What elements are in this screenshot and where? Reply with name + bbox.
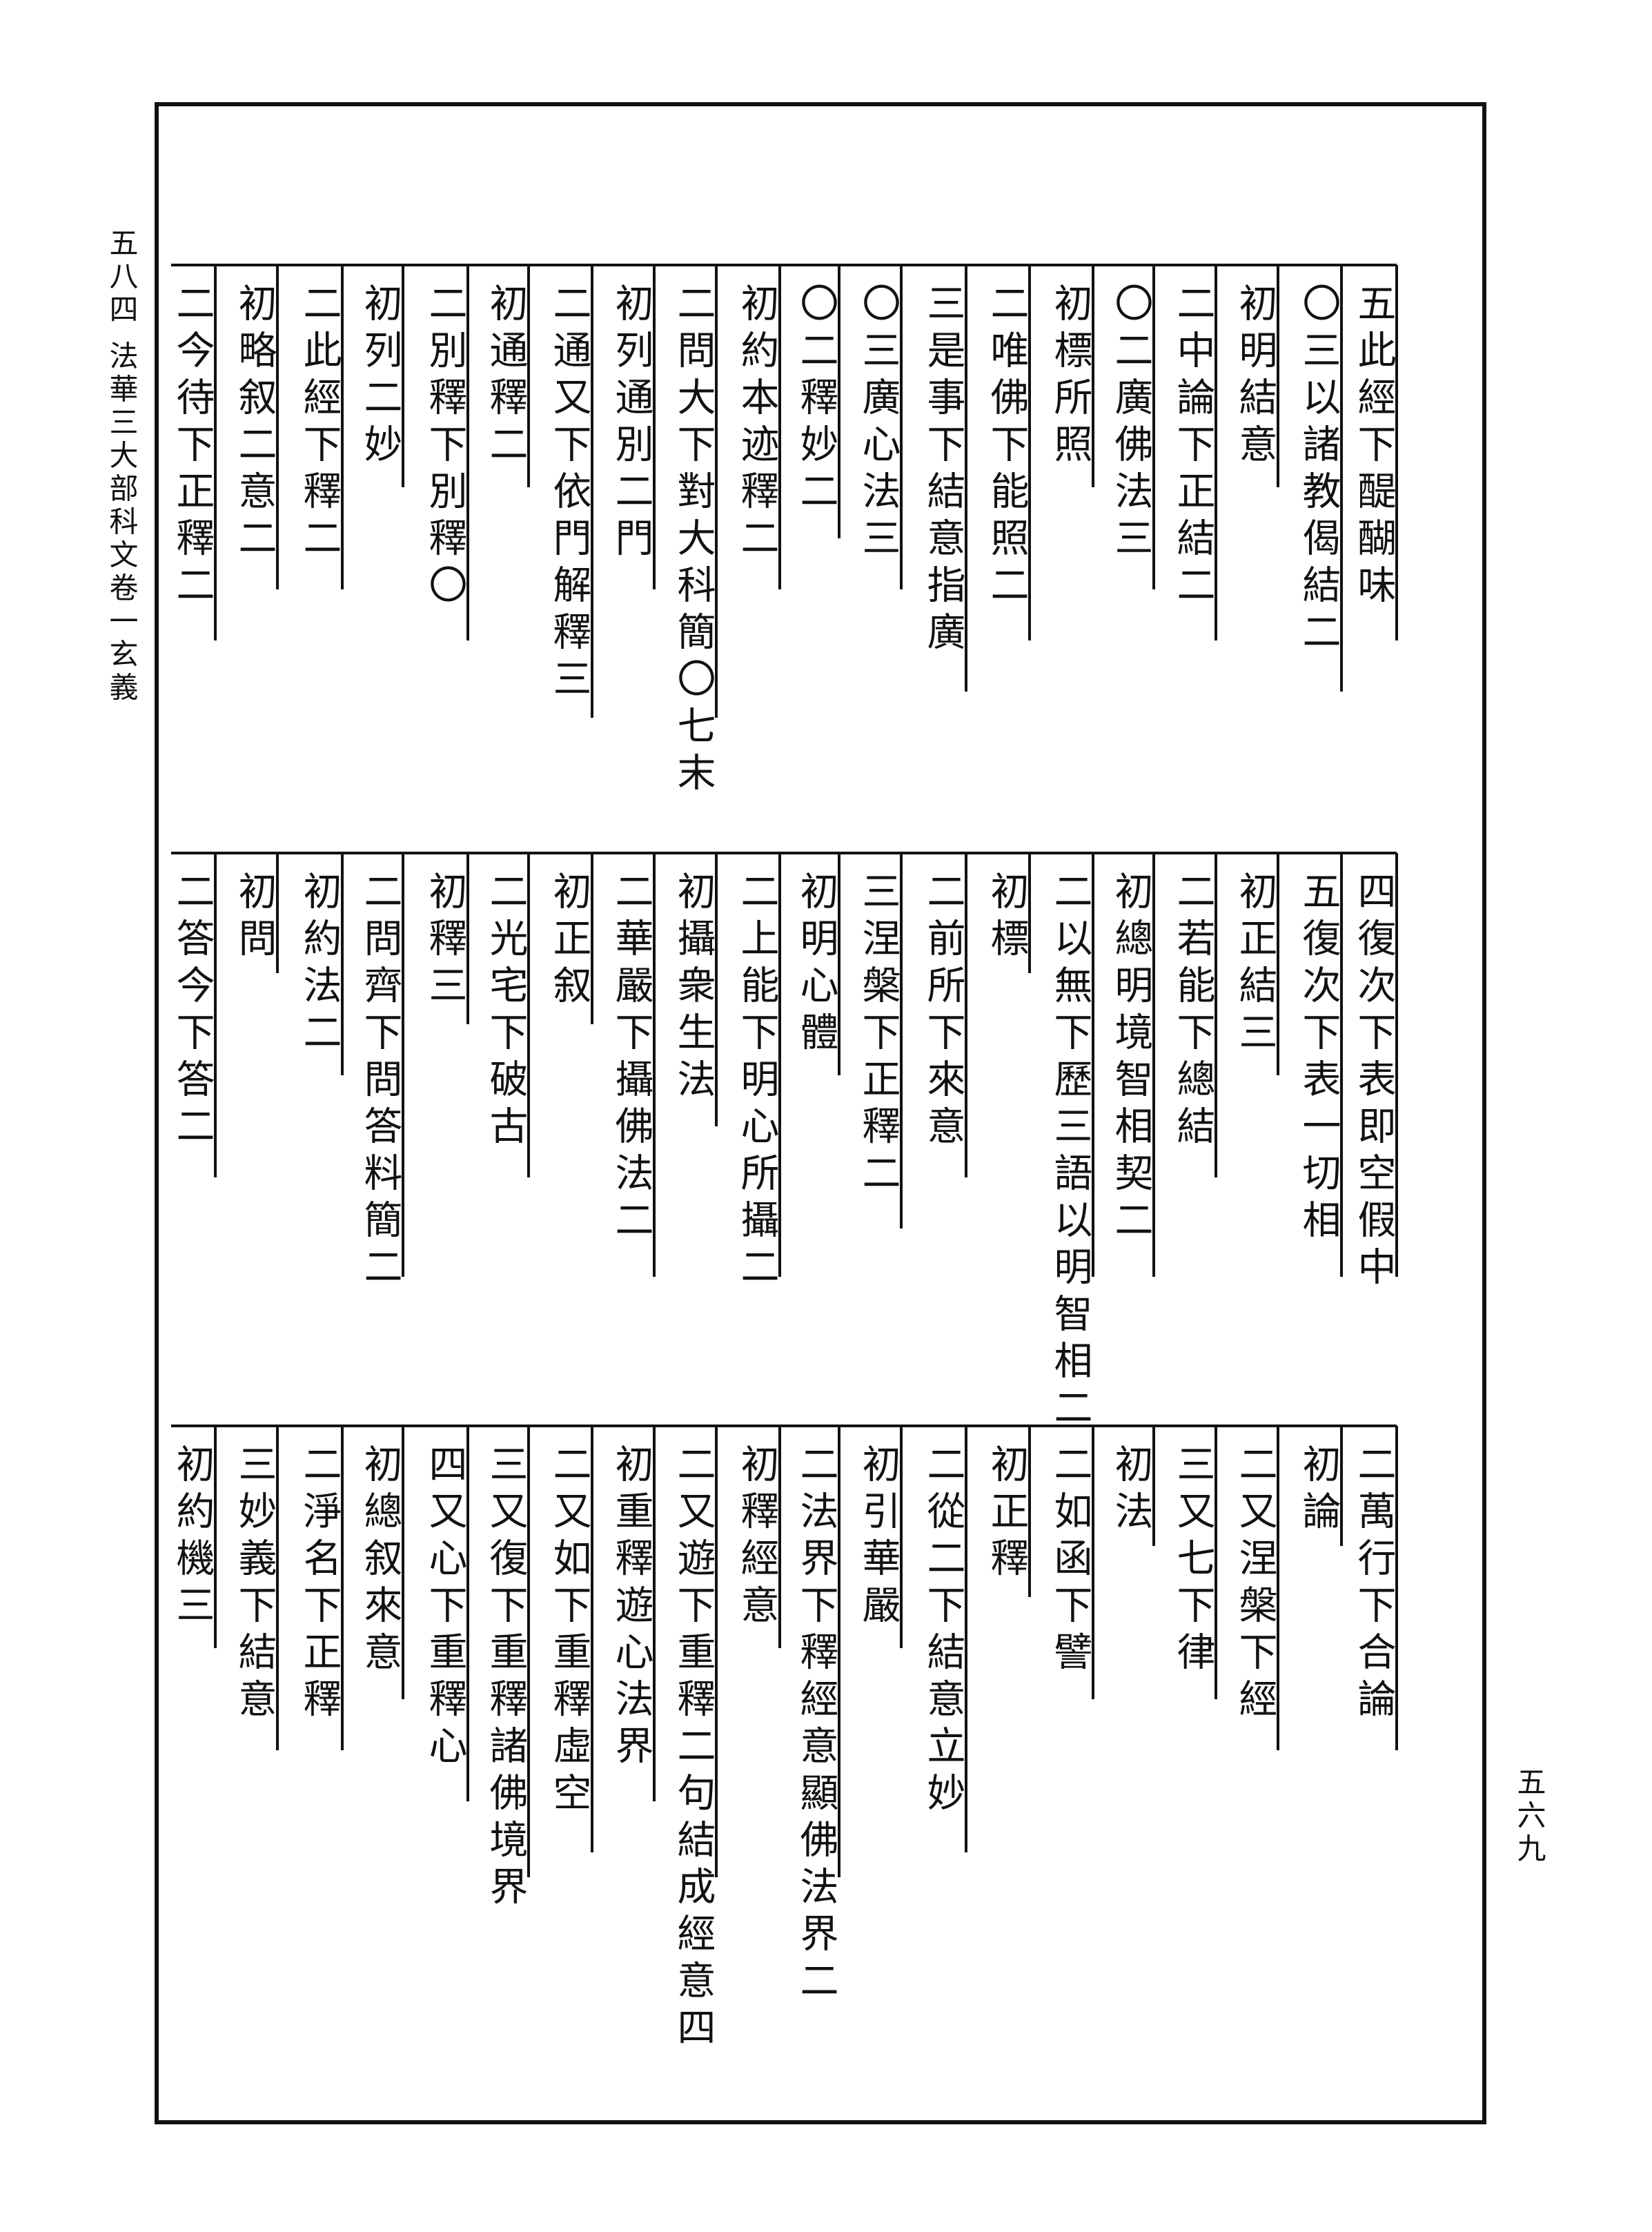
outline-entry: 二萬行下合論 xyxy=(1351,1444,1396,1725)
outline-entry: 三涅槃下正釋二 xyxy=(856,871,901,1200)
outline-entry: 三又七下律 xyxy=(1170,1444,1215,1678)
outline-entry: 初約本迹釋二 xyxy=(734,283,779,565)
outline-entry: 二從二下結意立妙 xyxy=(921,1444,965,1819)
outline-entry: 三是事下結意指廣 xyxy=(921,283,965,658)
outline-entry: 初論 xyxy=(1296,1444,1341,1538)
outline-entry: 初攝衆生法 xyxy=(671,871,716,1106)
outline-entry: 二前所下來意 xyxy=(921,871,965,1153)
outline-entry: 五復次下表一切相 xyxy=(1296,871,1341,1246)
outline-entry: 初列二妙 xyxy=(357,283,402,471)
outline-entry: 〇二釋妙二 xyxy=(794,283,838,518)
outline-entry: 二上能下明心所攝二 xyxy=(734,871,779,1293)
outline-entry: 初釋三 xyxy=(422,871,467,1012)
outline-entry: 初正叙 xyxy=(547,871,591,1012)
outline-entry: 二問齊下問答料簡二 xyxy=(357,871,402,1293)
outline-entry: 初正釋 xyxy=(984,1444,1029,1585)
outline-entry: 〇三廣心法三 xyxy=(856,283,901,565)
outline-entry: 初通釋二 xyxy=(483,283,528,471)
outline-entry: 二此經下釋二 xyxy=(297,283,342,565)
outline-entry: 二華嚴下攝佛法二 xyxy=(609,871,653,1246)
outline-entry: 〇二廣佛法三 xyxy=(1108,283,1153,565)
outline-entry: 初重釋遊心法界 xyxy=(609,1444,653,1772)
outline-entry: 二若能下總結 xyxy=(1170,871,1215,1153)
outline-entry: 初總叙來意 xyxy=(357,1444,402,1678)
outline-entry: 二如函下譬 xyxy=(1048,1444,1092,1678)
outline-entry: 初約機三 xyxy=(170,1444,215,1632)
outline-entry: 三妙義下結意 xyxy=(232,1444,277,1725)
outline-entry: 二又涅槃下經 xyxy=(1232,1444,1277,1725)
outline-entry: 二光宅下破古 xyxy=(483,871,528,1153)
page-number: 五六九 xyxy=(1513,1767,1546,1866)
outline-entry: 初問 xyxy=(232,871,277,965)
outline-entry: 四復次下表即空假中 xyxy=(1351,871,1396,1293)
outline-entry: 二問大下對大科簡〇七末 xyxy=(671,283,716,799)
outline-entry: 初標所照 xyxy=(1048,283,1092,471)
outline-entry: 二又遊下重釋二句結成經意四 xyxy=(671,1444,716,2054)
outline-entry: 〇三以諸教偈結二 xyxy=(1296,283,1341,658)
page-border xyxy=(155,102,1486,2124)
outline-entry: 初法 xyxy=(1108,1444,1153,1538)
outline-entry: 二以無下歷三語以明智相二 xyxy=(1048,871,1092,1434)
outline-entry: 初明心體 xyxy=(794,871,838,1059)
outline-entry: 初約法二 xyxy=(297,871,342,1059)
outline-entry: 二中論下正結二 xyxy=(1170,283,1215,611)
outline-entry: 初明結意 xyxy=(1232,283,1277,471)
outline-entry: 五此經下醍醐味 xyxy=(1351,283,1396,611)
outline-entry: 初標 xyxy=(984,871,1029,965)
outline-entry: 初略叙二意二 xyxy=(232,283,277,565)
outline-entry: 二唯佛下能照二 xyxy=(984,283,1029,611)
outline-entry: 二淨名下正釋 xyxy=(297,1444,342,1725)
outline-entry: 二法界下釋經意顯佛法界二 xyxy=(794,1444,838,2007)
outline-entry: 二答今下答二 xyxy=(170,871,215,1153)
outline-entry: 二別釋下別釋〇 xyxy=(422,283,467,611)
outline-entry: 初釋經意 xyxy=(734,1444,779,1632)
outline-entry: 初總明境智相契二 xyxy=(1108,871,1153,1246)
outline-entry: 二通又下依門解釋三 xyxy=(547,283,591,705)
outline-entry: 二今待下正釋二 xyxy=(170,283,215,611)
outline-entry: 三又復下重釋諸佛境界 xyxy=(483,1444,528,1913)
outline-entry: 初正結三 xyxy=(1232,871,1277,1059)
outline-entry: 初列通別二門 xyxy=(609,283,653,565)
outline-entry: 二又如下重釋虛空 xyxy=(547,1444,591,1819)
running-header: 五八四 法華三大部科文卷一玄義 xyxy=(105,228,139,705)
outline-entry: 初引華嚴 xyxy=(856,1444,901,1632)
outline-entry: 四又心下重釋心 xyxy=(422,1444,467,1772)
